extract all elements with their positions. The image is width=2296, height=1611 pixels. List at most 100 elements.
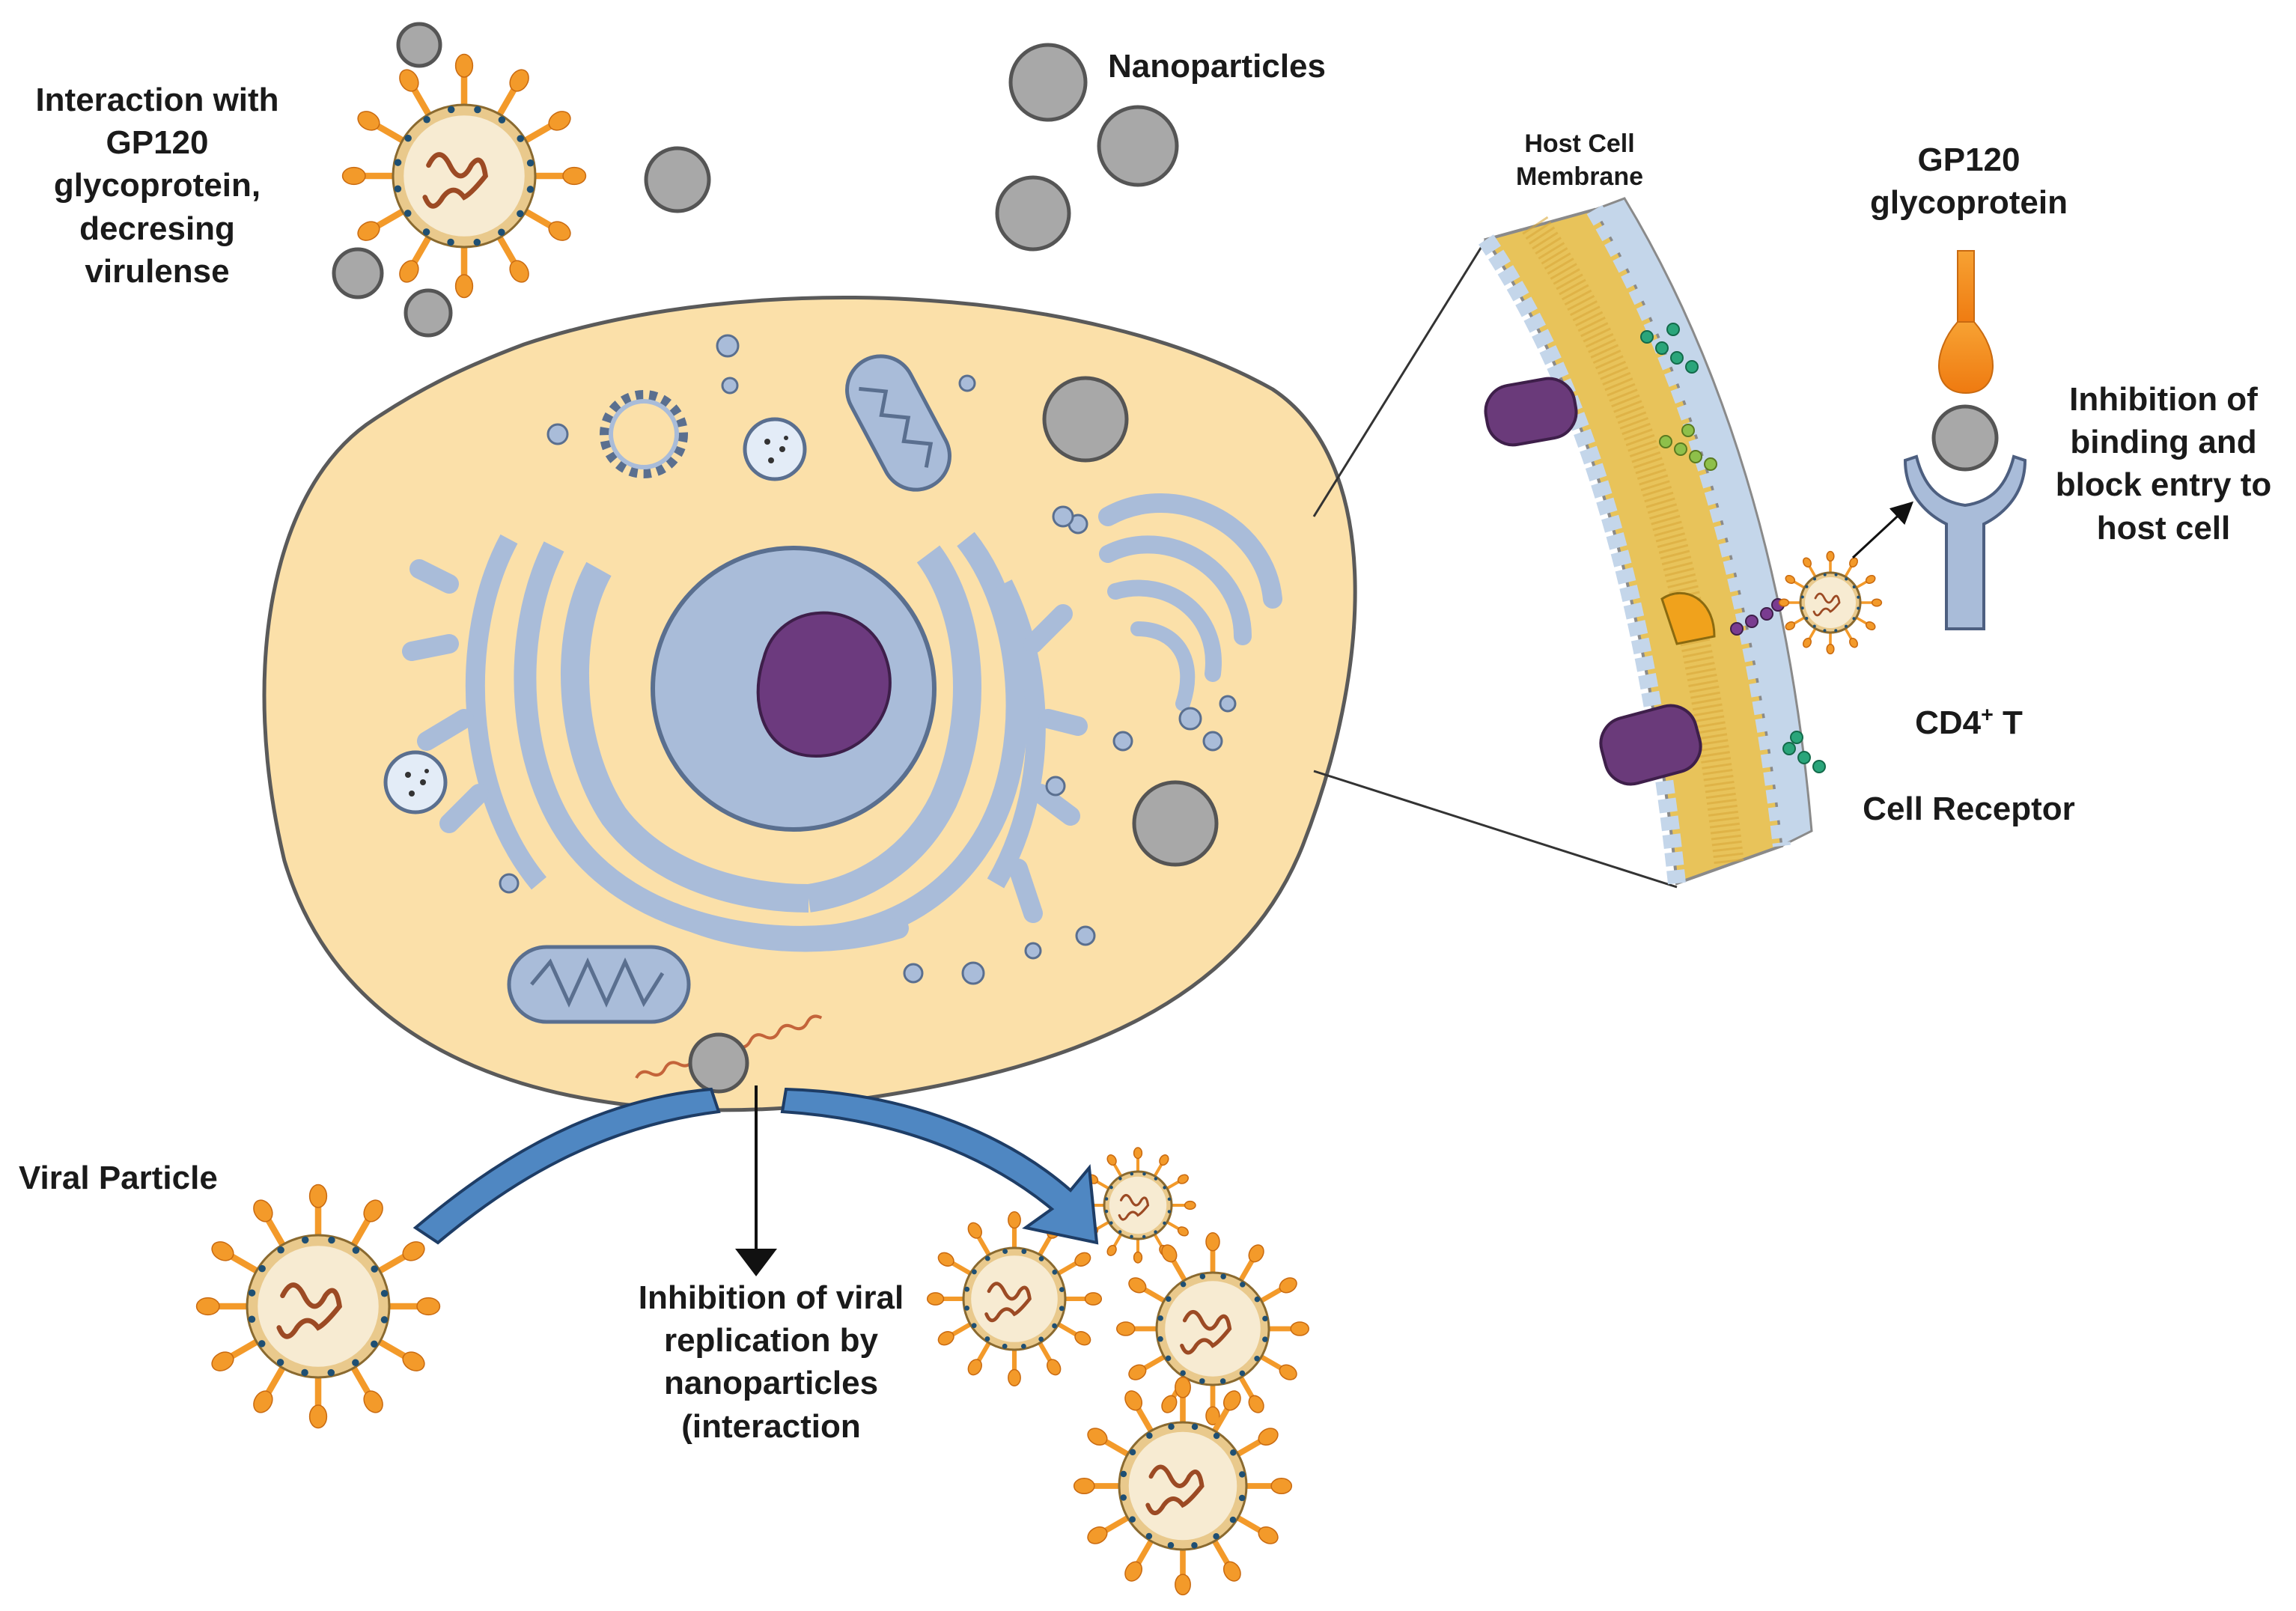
virus-spike-tip xyxy=(967,1359,982,1376)
virus-spike-tip xyxy=(399,260,419,283)
virus-spike-tip xyxy=(1084,1292,1103,1306)
virus-spike-tip xyxy=(211,1351,234,1371)
small-vesicles xyxy=(499,334,1096,985)
nucleolus xyxy=(756,611,892,758)
virus-spike-tip xyxy=(1279,1364,1297,1380)
label-gp120-glycoprotein: GP120 glycoprotein xyxy=(1869,141,2068,222)
virus-surface-protein xyxy=(1857,606,1860,610)
virus-spike-tip xyxy=(399,69,419,92)
virus-surface-protein xyxy=(1104,1209,1109,1213)
virus-spike-tip xyxy=(1826,550,1835,562)
virus-surface-protein xyxy=(1118,1230,1122,1234)
virus-spike-tip xyxy=(1133,1147,1143,1160)
virus-spike-tip xyxy=(1116,1321,1136,1336)
virus-surface-protein xyxy=(473,238,481,246)
virus-surface-protein xyxy=(1109,1221,1113,1225)
virus-spike-tip xyxy=(548,221,571,241)
cd4-receptor-shape xyxy=(1903,454,2027,630)
virus-surface-protein xyxy=(380,1316,389,1324)
virus-spike-tip xyxy=(1865,621,1876,630)
virus-surface-protein xyxy=(248,1315,256,1324)
virus-surface-protein xyxy=(1059,1306,1065,1312)
virus-surface-protein xyxy=(1154,1177,1158,1181)
virus-surface-protein xyxy=(1142,1172,1146,1176)
virus-surface-protein xyxy=(1145,1532,1153,1540)
virus-spike-tip xyxy=(967,1222,982,1239)
virus-surface-protein xyxy=(1812,624,1816,628)
nanoparticle xyxy=(1042,376,1129,463)
virus-spike-tip xyxy=(1785,621,1796,630)
virus-surface-protein xyxy=(1002,1343,1008,1349)
gp120-glycoprotein-shape xyxy=(1937,250,1994,395)
virus-spike-tip xyxy=(1205,1232,1220,1252)
virus-surface-protein xyxy=(1166,1296,1172,1302)
virus-surface-protein xyxy=(301,1236,309,1244)
virus-surface-protein xyxy=(1167,1197,1172,1202)
virus-surface-protein xyxy=(1239,1370,1246,1377)
nanoparticle xyxy=(396,22,442,68)
virus-surface-protein xyxy=(1020,1344,1026,1349)
virus-spike-tip xyxy=(1871,598,1883,607)
virus-surface-protein xyxy=(1262,1315,1268,1322)
vesicle-dotted-1 xyxy=(743,417,807,481)
membrane-protein xyxy=(1484,377,1578,447)
virus-spike-tip xyxy=(402,1241,425,1261)
virus-spike-tip xyxy=(1826,643,1835,655)
virus-surface-protein xyxy=(1167,1210,1172,1213)
virus-spike-tip xyxy=(1106,1154,1117,1166)
virus-spike-tip xyxy=(1248,1244,1264,1263)
mitochondrion-bottom xyxy=(507,945,691,1024)
virus-surface-protein xyxy=(1120,1470,1127,1478)
virus-surface-protein xyxy=(404,210,412,217)
virus-surface-protein xyxy=(1823,573,1827,576)
virus-surface-protein xyxy=(964,1305,969,1311)
virus-surface-protein xyxy=(371,1340,378,1348)
virus-surface-protein xyxy=(328,1236,335,1244)
virus-surface-protein xyxy=(1800,595,1804,599)
virus-surface-protein xyxy=(1129,1516,1136,1523)
virus-spike-tip xyxy=(937,1331,954,1346)
virus-surface-protein xyxy=(1191,1423,1199,1431)
virus-spike-tip xyxy=(1177,1226,1189,1237)
virus-spike-tip xyxy=(1124,1561,1143,1582)
virus-surface-protein xyxy=(1239,1471,1246,1478)
virus-surface-protein xyxy=(1254,1356,1260,1362)
virus-surface-protein xyxy=(526,186,535,193)
nanoparticle xyxy=(332,247,384,299)
virus-surface-protein xyxy=(277,1246,284,1254)
virus-surface-protein xyxy=(422,228,430,236)
viral-particles xyxy=(195,53,1309,1596)
virus-surface-protein xyxy=(1834,573,1838,576)
virus-surface-protein xyxy=(276,1359,284,1366)
virus-surface-protein xyxy=(517,135,524,142)
virus-spike-tip xyxy=(1008,1210,1021,1229)
virus-spike-tip xyxy=(1248,1395,1264,1413)
virus-surface-protein xyxy=(1130,1172,1134,1176)
virus-rna xyxy=(1118,1193,1150,1221)
virus-surface-protein xyxy=(1146,1432,1153,1439)
virus-surface-protein xyxy=(1191,1542,1198,1549)
virus-spike-tip xyxy=(1177,1174,1189,1184)
docking-virus xyxy=(1778,550,1883,655)
virus-surface-protein xyxy=(301,1368,308,1377)
virus-surface-protein xyxy=(258,1264,266,1273)
virus-surface-protein xyxy=(1167,1541,1175,1549)
virus-surface-protein xyxy=(1254,1296,1261,1303)
label-inhibition-replication: Inhibition of viral replication by nanop… xyxy=(638,1279,904,1445)
virus-spike-tip xyxy=(1258,1428,1279,1446)
mitochondrion-top xyxy=(845,354,951,492)
virus-surface-protein xyxy=(1163,1186,1166,1190)
virus-surface-protein xyxy=(1800,606,1804,610)
membrane-protein xyxy=(1599,704,1702,786)
label-viral-particle: Viral Particle xyxy=(19,1160,218,1196)
virus-surface-protein xyxy=(1852,585,1856,589)
virus-surface-protein xyxy=(1118,1177,1122,1181)
virus-spike-tip xyxy=(1133,1251,1143,1264)
virus-surface-protein xyxy=(1199,1378,1205,1384)
virus-surface-protein xyxy=(404,134,412,142)
virus-spike-tip xyxy=(1074,1331,1091,1346)
virus-spike-tip xyxy=(1222,1561,1241,1582)
virus-spike-tip xyxy=(1184,1200,1196,1210)
virus-spike-tip xyxy=(1124,1390,1143,1411)
label-nanoparticles: Nanoparticles xyxy=(1108,48,1326,85)
